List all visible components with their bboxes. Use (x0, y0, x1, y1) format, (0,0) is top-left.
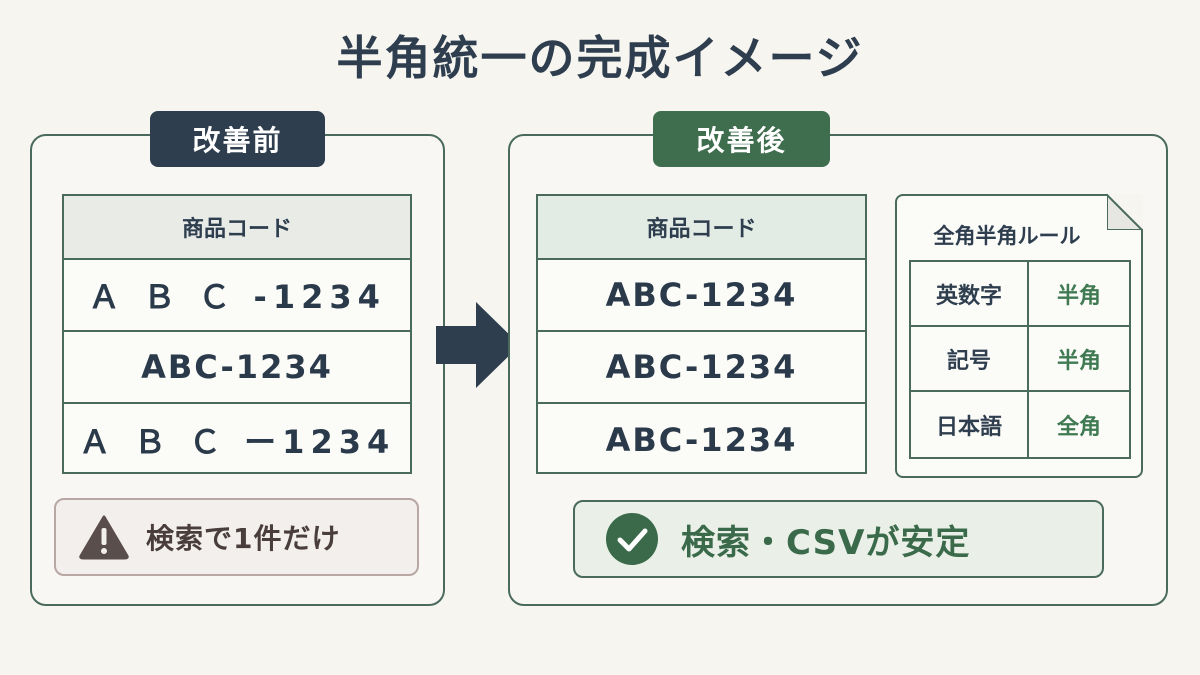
after-tag: 改善後 (653, 111, 830, 167)
after-row-3: ABC-1234 (605, 421, 798, 459)
after-table-header: 商品コード (538, 196, 865, 260)
page-fold-icon (1107, 194, 1143, 230)
warning-box: 検索で1件だけ (54, 498, 419, 576)
arrow-right-icon (436, 302, 520, 388)
before-row-1: Ａ Ｂ Ｃ -1234 (64, 260, 410, 332)
rule-table: 英数字 半角 記号 半角 日本語 全角 (909, 260, 1131, 459)
before-row-2: ABC-1234 (64, 332, 410, 404)
result-text: 検索・CSVが安定 (681, 522, 971, 563)
rule-width: 全角 (1056, 414, 1101, 440)
after-row-1: ABC-1234 (538, 260, 865, 332)
rule-width: 半角 (1029, 327, 1129, 392)
warning-triangle-icon (79, 515, 129, 560)
rule-card: 全角半角ルール 英数字 半角 記号 半角 日本語 全角 (895, 194, 1143, 478)
rule-category: 日本語 (911, 392, 1029, 457)
rule-width: 半角 (1029, 262, 1129, 327)
before-tag: 改善前 (150, 111, 325, 167)
rule-card-title: 全角半角ルール (933, 224, 1081, 248)
before-code-table: 商品コード Ａ Ｂ Ｃ -1234 ABC-1234 Ａ Ｂ Ｃ ー1234 (62, 194, 412, 474)
warning-text: 検索で1件だけ (146, 522, 341, 555)
rule-category: 英数字 (911, 262, 1029, 327)
before-table-header: 商品コード (64, 196, 410, 260)
before-row-3: Ａ Ｂ Ｃ ー1234 (78, 423, 396, 461)
result-box: 検索・CSVが安定 (573, 500, 1104, 578)
check-circle-icon (606, 513, 658, 565)
after-code-table: 商品コード ABC-1234 ABC-1234 ABC-1234 (536, 194, 867, 474)
page-title: 半角統一の完成イメージ (336, 31, 864, 85)
rule-category: 記号 (911, 327, 1029, 392)
after-row-2: ABC-1234 (538, 332, 865, 404)
